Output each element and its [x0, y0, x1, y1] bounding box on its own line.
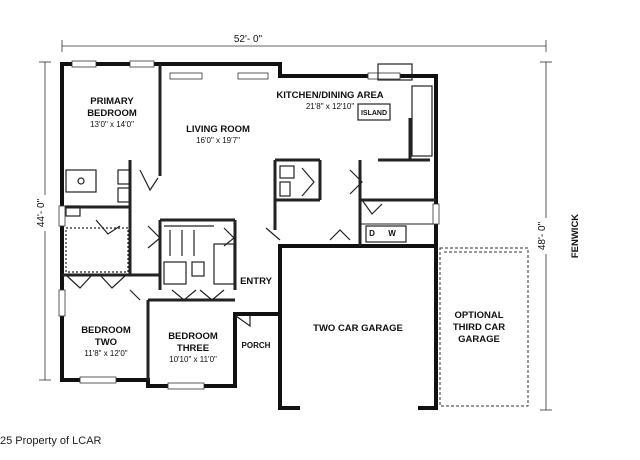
- bedroom-two-label-1: BEDROOM: [81, 325, 131, 336]
- primary-bedroom-size: 13'0" x 14'0": [90, 120, 134, 129]
- fixtures: [65, 63, 433, 285]
- interior-walls: [62, 64, 436, 380]
- width-dimension: 52'- 0": [234, 34, 263, 45]
- bedroom-three-label-2: THREE: [177, 343, 209, 354]
- bedroom-two-size: 11'8" x 12'0": [84, 349, 127, 358]
- garage-label: TWO CAR GARAGE: [313, 323, 403, 334]
- street-name: FENWICK: [570, 214, 581, 258]
- washer-label: W: [388, 229, 396, 238]
- porch-label: PORCH: [242, 341, 271, 350]
- entry-label: ENTRY: [240, 276, 273, 287]
- island-label: ISLAND: [361, 110, 387, 117]
- bedroom-two-label-2: TWO: [95, 337, 117, 348]
- watermark: 25 Property of LCAR: [0, 435, 102, 447]
- right-depth-dimension: 48'- 0": [537, 221, 548, 250]
- left-depth-dimension: 44'- 0": [36, 198, 47, 227]
- bedroom-three-size: 10'10" x 11'0": [169, 355, 217, 364]
- dryer-label: D: [369, 229, 375, 238]
- bedroom-three-label-1: BEDROOM: [168, 331, 218, 342]
- kitchen-size: 21'8" x 12'10": [306, 102, 354, 111]
- third-garage-label-1: OPTIONAL: [454, 310, 503, 321]
- third-garage-label-3: GARAGE: [458, 334, 500, 345]
- windows: [58, 60, 440, 390]
- primary-bedroom-label-1: PRIMARY: [90, 96, 134, 107]
- kitchen-label: KITCHEN/DINING AREA: [276, 90, 383, 101]
- doors: [65, 167, 383, 328]
- living-room-label: LIVING ROOM: [186, 124, 250, 135]
- third-garage-label-2: THIRD CAR: [453, 322, 505, 333]
- primary-bedroom-label-2: BEDROOM: [87, 108, 137, 119]
- optional-garage-outline: [439, 247, 529, 407]
- living-room-size: 16'0" x 19'7": [196, 136, 240, 145]
